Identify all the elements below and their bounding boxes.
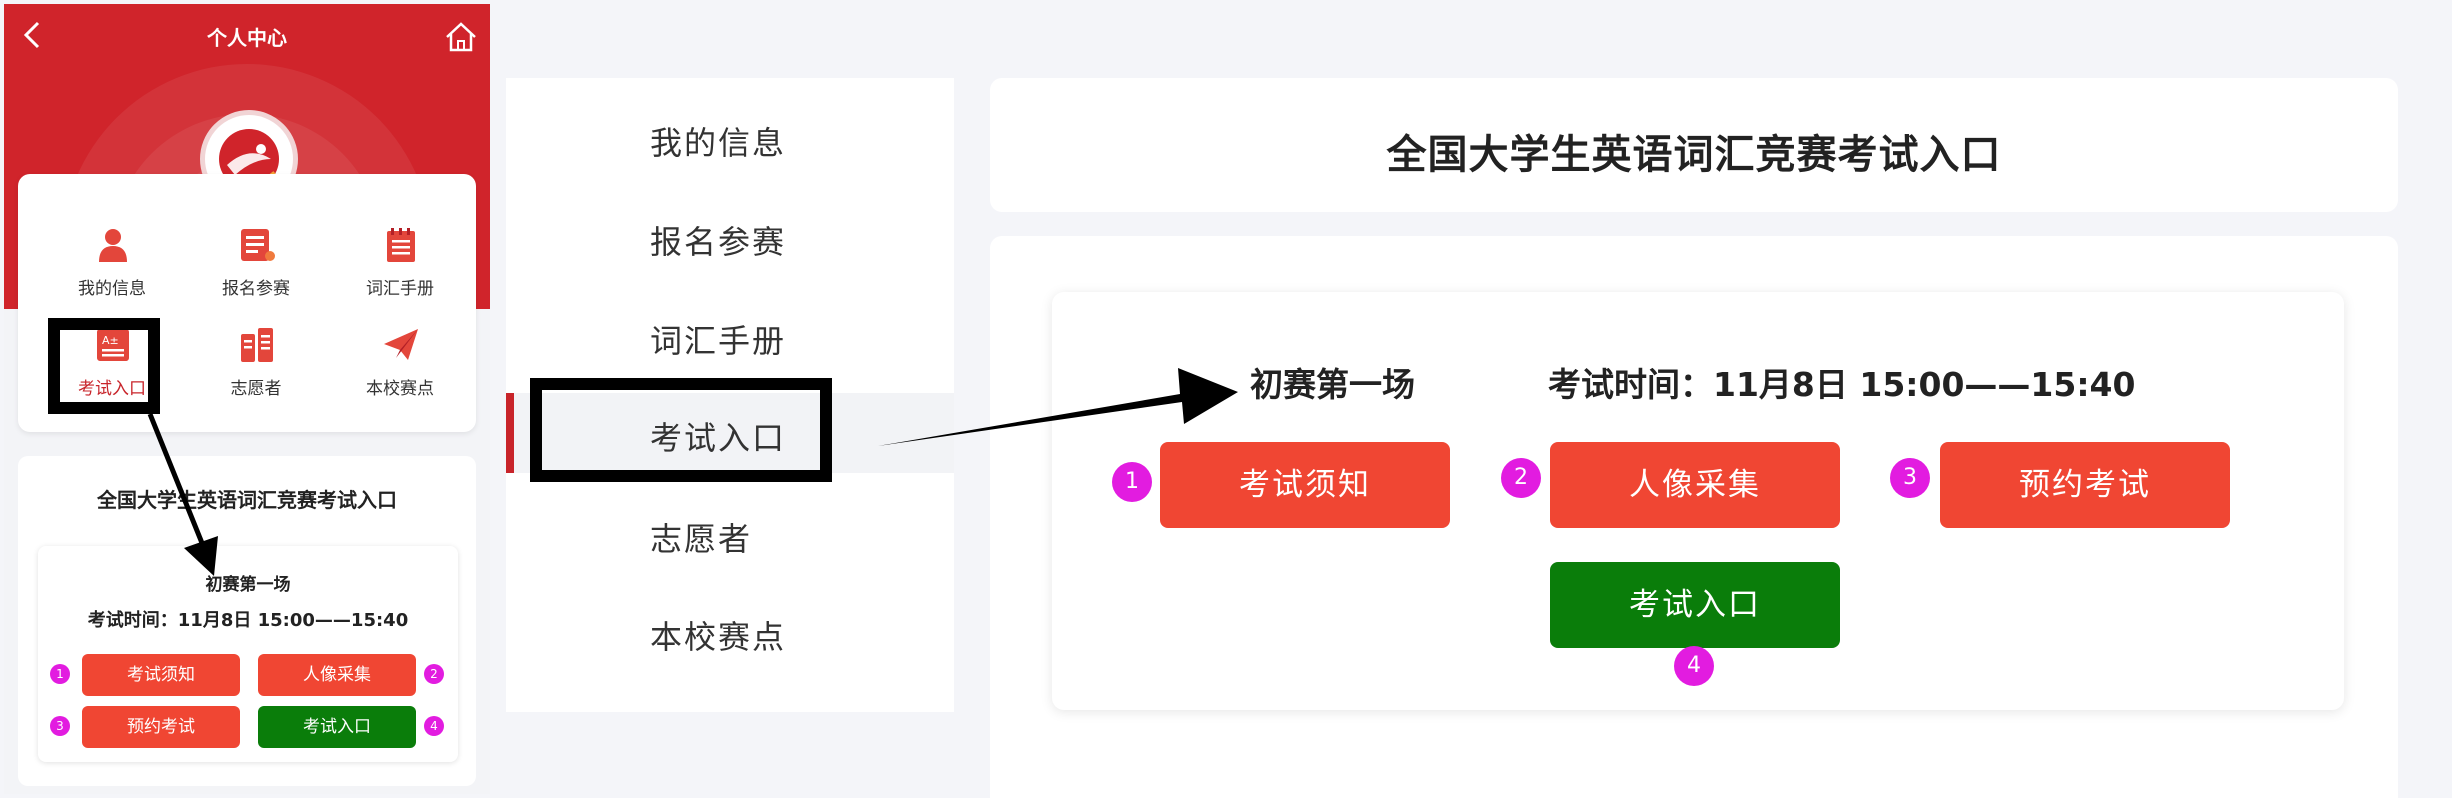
home-icon[interactable] bbox=[444, 20, 478, 54]
exam-card: 初赛第一场 考试时间：11月8日 15:00——15:40 1 考试须知 2 人… bbox=[1052, 292, 2344, 710]
sidebar-item-label: 考试入口 bbox=[650, 419, 787, 457]
book-exam-button[interactable]: 预约考试 bbox=[82, 706, 240, 748]
badge-3: 3 bbox=[1890, 458, 1930, 498]
exam-notice-button[interactable]: 考试须知 bbox=[1160, 442, 1450, 528]
badge-4: 4 bbox=[1674, 646, 1714, 686]
mobile-menu-register[interactable]: 报名参赛 bbox=[196, 206, 316, 306]
paper-plane-icon bbox=[384, 329, 418, 360]
sidebar-item-label: 报名参赛 bbox=[650, 223, 787, 261]
badge-1: 1 bbox=[50, 664, 70, 684]
round-label: 初赛第一场 bbox=[1250, 365, 1415, 404]
sidebar-nav: 我的信息 报名参赛 词汇手册 考试入口 志愿者 本校赛点 bbox=[506, 78, 954, 712]
form-icon bbox=[241, 229, 275, 261]
mobile-exam-title: 全国大学生英语词汇竞赛考试入口 bbox=[97, 488, 397, 512]
sidebar-item-register[interactable]: 报名参赛 bbox=[506, 197, 954, 277]
exam-notice-button[interactable]: 考试须知 bbox=[82, 654, 240, 696]
badge-2: 2 bbox=[424, 664, 444, 684]
face-capture-button[interactable]: 人像采集 bbox=[1550, 442, 1840, 528]
mobile-round-label: 初赛第一场 bbox=[205, 575, 291, 595]
mobile-menu-label: 本校赛点 bbox=[366, 379, 434, 399]
book-exam-button[interactable]: 预约考试 bbox=[1940, 442, 2230, 528]
badge-2: 2 bbox=[1501, 458, 1541, 498]
exam-entry-button[interactable]: 考试入口 bbox=[1550, 562, 1840, 648]
exam-icon: A± bbox=[97, 329, 129, 361]
mobile-menu-school-site[interactable]: 本校赛点 bbox=[340, 306, 460, 406]
badge-1: 1 bbox=[1112, 462, 1152, 502]
mobile-menu-label: 词汇手册 bbox=[366, 279, 434, 299]
page-title: 全国大学生英语词汇竞赛考试入口 bbox=[1386, 132, 2002, 178]
mobile-menu-my-info[interactable]: 我的信息 bbox=[52, 206, 172, 306]
mobile-menu-label: 我的信息 bbox=[78, 279, 146, 299]
mobile-exam-time: 考试时间：11月8日 15:00——15:40 bbox=[87, 610, 409, 631]
mobile-exam-card: 初赛第一场 考试时间：11月8日 15:00——15:40 1 考试须知 人像采… bbox=[38, 546, 458, 762]
badge-3: 3 bbox=[50, 716, 70, 736]
sidebar-item-volunteer[interactable]: 志愿者 bbox=[506, 494, 954, 574]
mobile-topbar: 个人中心 bbox=[4, 4, 490, 66]
person-icon bbox=[99, 229, 127, 262]
exam-time: 考试时间：11月8日 15:00——15:40 bbox=[1548, 365, 2136, 404]
sidebar-item-school-site[interactable]: 本校赛点 bbox=[506, 592, 954, 672]
main-content: 初赛第一场 考试时间：11月8日 15:00——15:40 1 考试须知 2 人… bbox=[990, 236, 2398, 798]
active-indicator bbox=[506, 393, 514, 473]
mobile-screen: 个人中心 我的信息 bbox=[4, 4, 490, 794]
mobile-menu-exam-entry[interactable]: A± 考试入口 bbox=[52, 306, 172, 406]
badge-4: 4 bbox=[424, 716, 444, 736]
sidebar-highlight-box bbox=[530, 378, 832, 482]
notebook-icon bbox=[387, 228, 415, 262]
volunteer-icon bbox=[241, 328, 273, 362]
mobile-page-title: 个人中心 bbox=[207, 26, 287, 50]
sidebar-item-vocab[interactable]: 词汇手册 bbox=[506, 296, 954, 376]
sidebar-item-label: 我的信息 bbox=[650, 124, 787, 162]
mobile-menu-grid: 我的信息 报名参赛 词汇手册 bbox=[18, 174, 476, 432]
sidebar-item-my-info[interactable]: 我的信息 bbox=[506, 98, 954, 178]
mobile-menu-label: 志愿者 bbox=[230, 379, 282, 399]
mobile-menu-label: 考试入口 bbox=[78, 379, 146, 399]
mobile-highlight-box bbox=[48, 318, 160, 414]
mobile-menu-vocab[interactable]: 词汇手册 bbox=[340, 206, 460, 306]
sidebar-item-label: 志愿者 bbox=[650, 520, 753, 558]
mobile-exam-panel: 全国大学生英语词汇竞赛考试入口 初赛第一场 考试时间：11月8日 15:00——… bbox=[18, 456, 476, 786]
back-icon[interactable] bbox=[18, 20, 48, 50]
main-header: 全国大学生英语词汇竞赛考试入口 bbox=[990, 78, 2398, 212]
exam-entry-button[interactable]: 考试入口 bbox=[258, 706, 416, 748]
sidebar-item-label: 本校赛点 bbox=[650, 618, 787, 656]
sidebar-item-label: 词汇手册 bbox=[650, 322, 787, 360]
svg-text:A±: A± bbox=[102, 334, 119, 347]
mobile-menu-label: 报名参赛 bbox=[222, 279, 290, 299]
face-capture-button[interactable]: 人像采集 bbox=[258, 654, 416, 696]
mobile-menu-volunteer[interactable]: 志愿者 bbox=[196, 306, 316, 406]
